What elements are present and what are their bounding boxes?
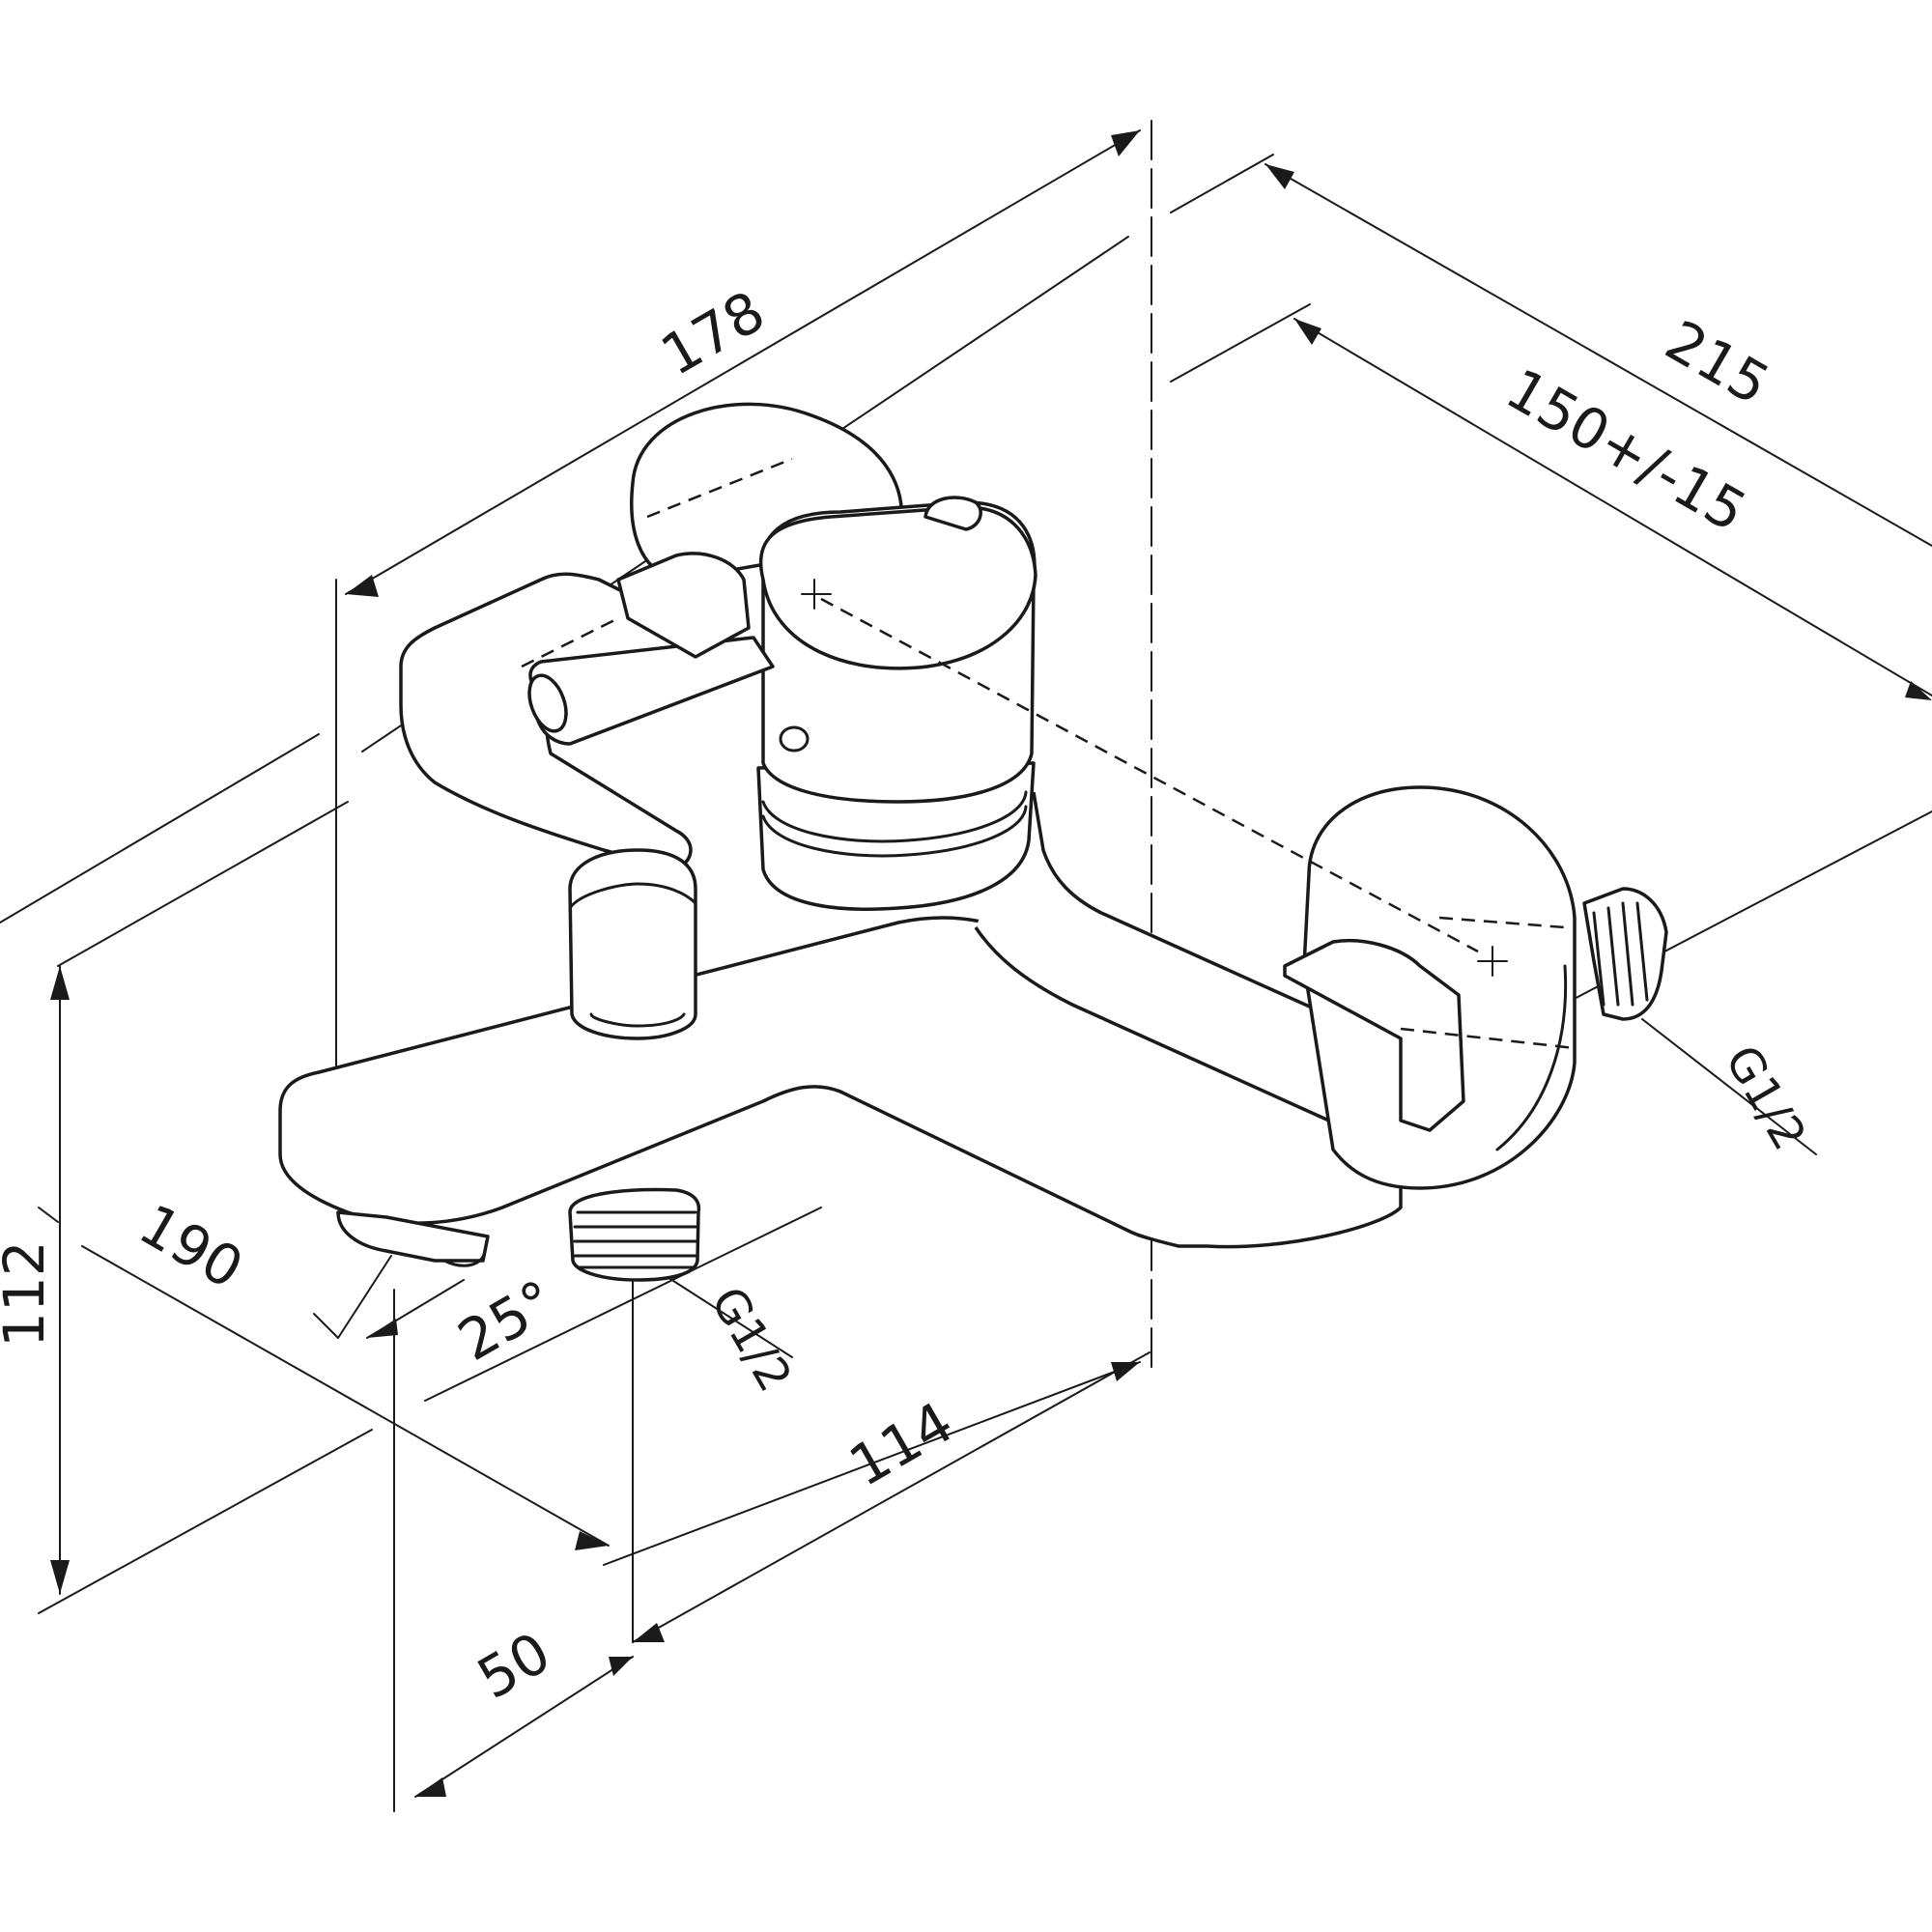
dim-190: 190: [128, 1191, 254, 1301]
thread-inlet-label: G1/2: [1715, 1037, 1817, 1159]
dim-50: 50: [467, 1619, 561, 1712]
dim-112: 112: [0, 1240, 57, 1348]
dimension-arrows: [50, 130, 1932, 1797]
dim-25-deg: 25°: [447, 1267, 566, 1374]
thread-outlet-label: G1/2: [700, 1278, 803, 1401]
dim-178: 178: [650, 278, 776, 388]
dimension-lines: [0, 120, 1932, 1812]
dim-114: 114: [838, 1389, 964, 1499]
faucet-body: [278, 402, 1668, 1282]
dim-215: 215: [1655, 307, 1780, 417]
